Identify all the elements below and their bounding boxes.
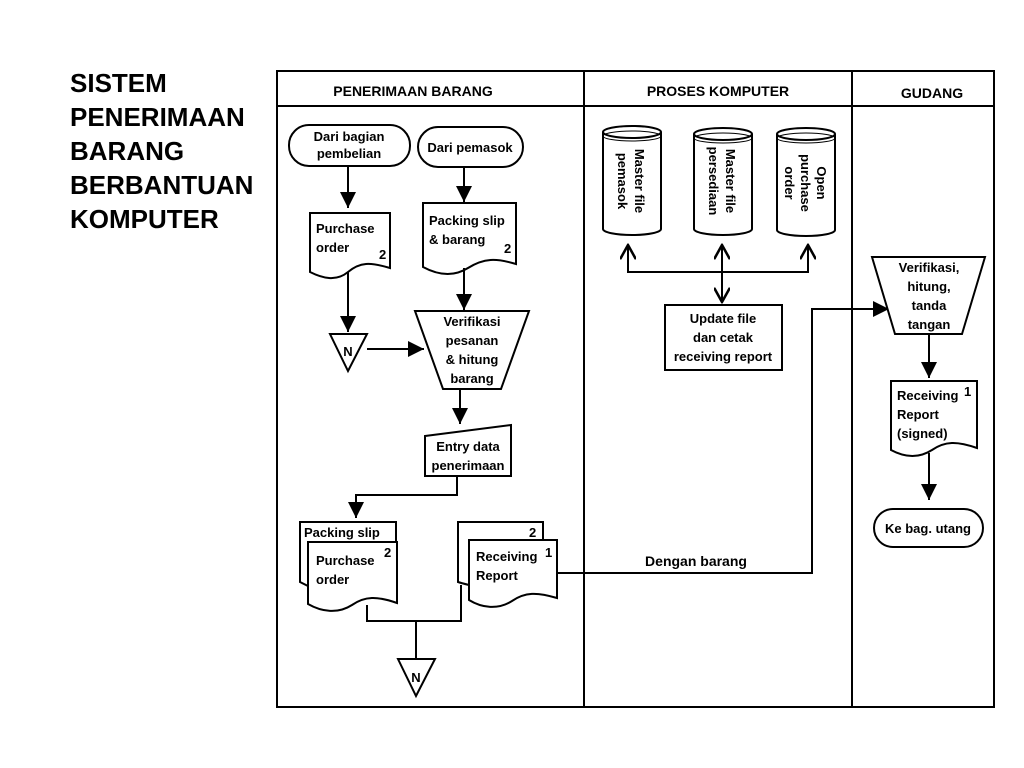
op-label: Verifikasi, (899, 260, 960, 275)
swimlane-frame: PENERIMAAN BARANG PROSES KOMPUTER GUDANG (276, 70, 995, 708)
document-label: order (316, 572, 349, 587)
document-receiving-report-signed: Receiving Report (signed) 1 (890, 380, 978, 457)
data-link (628, 245, 808, 273)
copy-number: 2 (379, 247, 386, 262)
database-master-file-persediaan: Master file persediaan (693, 127, 753, 236)
terminal-dari-bagian-pembelian: Dari bagian pembelian (288, 124, 411, 167)
flow-arrow-dengan-barang (557, 301, 889, 574)
process-label: Update file (690, 311, 756, 326)
terminal-label: Dari bagian (314, 129, 385, 144)
document-label: Receiving (476, 549, 537, 564)
copy-number: 2 (384, 545, 391, 560)
lane-header-komputer: PROSES KOMPUTER (647, 83, 789, 99)
database-label: order (782, 166, 797, 199)
document-label: order (316, 240, 349, 255)
copy-number: 1 (545, 545, 552, 560)
title-line: SISTEM (70, 68, 167, 98)
op-label: tangan (908, 317, 951, 332)
terminal-ke-bag-utang: Ke bag. utang (873, 508, 984, 548)
document-set-packing-slip-purchase-order: Packing slip Purchase order 2 (299, 521, 398, 612)
op-label: pesanan (446, 333, 499, 348)
document-purchase-order: Purchase order 2 (309, 212, 391, 279)
page-title: SISTEM PENERIMAAN BARANG BERBANTUAN KOMP… (70, 66, 253, 236)
document-label: Packing slip (304, 525, 380, 540)
op-label: hitung, (907, 279, 950, 294)
flow-label: Dengan barang (645, 553, 747, 569)
flow-arrow (348, 476, 458, 518)
database-master-file-pemasok: Master file pemasok (602, 125, 662, 236)
database-label: pemasok (615, 153, 630, 210)
title-line: KOMPUTER (70, 204, 219, 234)
process-label: dan cetak (693, 330, 754, 345)
copy-number: 2 (504, 241, 511, 256)
document-label: & barang (429, 232, 485, 247)
document-label: (signed) (897, 426, 948, 441)
op-label: Verifikasi (443, 314, 500, 329)
manual-op-verifikasi-hitung: Verifikasi, hitung, tanda tangan (870, 256, 987, 335)
document-set-receiving-report: 2 Receiving Report 1 (457, 521, 558, 608)
terminal-label: Ke bag. utang (885, 521, 971, 536)
database-open-purchase-order: Open purchase order (776, 127, 836, 237)
terminal-label: pembelian (317, 146, 381, 161)
database-label: Open (814, 166, 829, 199)
terminal-dari-pemasok: Dari pemasok (417, 126, 524, 168)
database-label: purchase (798, 154, 813, 212)
file-n-bottom: N (396, 658, 437, 699)
file-label: N (411, 670, 420, 685)
lane-header-penerimaan: PENERIMAAN BARANG (333, 83, 493, 99)
process-update-file: Update file dan cetak receiving report (664, 304, 783, 371)
document-label: Report (897, 407, 940, 422)
title-line: BARANG (70, 136, 185, 166)
flow-connector (366, 585, 462, 622)
database-label: Master file (632, 149, 647, 213)
op-label: tanda (912, 298, 947, 313)
copy-number: 1 (964, 384, 971, 399)
lane-header-gudang: GUDANG (901, 85, 963, 101)
manual-op-verifikasi-pesanan: Verifikasi pesanan & hitung barang (413, 310, 531, 390)
database-label: Master file (723, 149, 738, 213)
op-label: barang (450, 371, 493, 386)
document-label: Receiving (897, 388, 958, 403)
document-label: Report (476, 568, 519, 583)
file-n-top: N (328, 333, 369, 374)
document-label: Purchase (316, 221, 375, 236)
document-label: Purchase (316, 553, 375, 568)
input-label: Entry data (436, 439, 500, 454)
copy-number: 2 (529, 525, 536, 540)
input-label: penerimaan (432, 458, 505, 473)
document-packing-slip: Packing slip & barang 2 (422, 202, 517, 275)
frame-border (276, 70, 995, 708)
title-line: PENERIMAAN (70, 102, 245, 132)
terminal-label: Dari pemasok (427, 140, 513, 155)
op-label: & hitung (446, 352, 499, 367)
title-line: BERBANTUAN (70, 170, 254, 200)
process-label: receiving report (674, 349, 773, 364)
manual-input-entry-data: Entry data penerimaan (424, 423, 512, 477)
document-label: Packing slip (429, 213, 505, 228)
database-label: persediaan (706, 147, 721, 216)
file-label: N (343, 344, 352, 359)
